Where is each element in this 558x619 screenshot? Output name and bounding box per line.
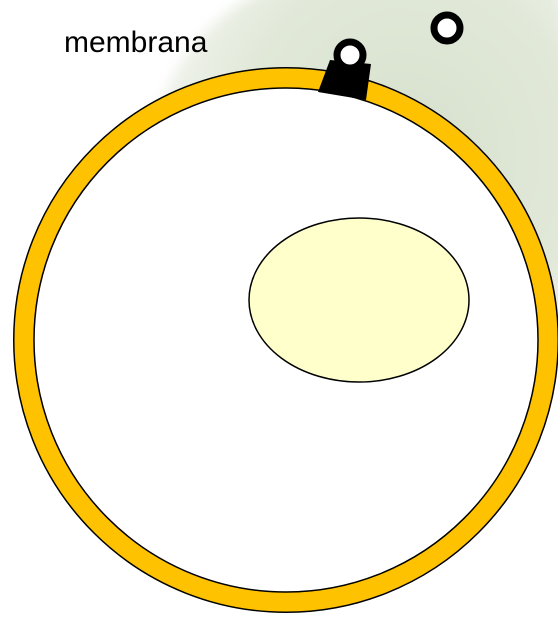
molecule-inside-channel xyxy=(337,42,363,68)
molecule-outside xyxy=(434,15,460,41)
nucleus xyxy=(249,218,469,382)
membrane-label: membrana xyxy=(64,26,207,60)
